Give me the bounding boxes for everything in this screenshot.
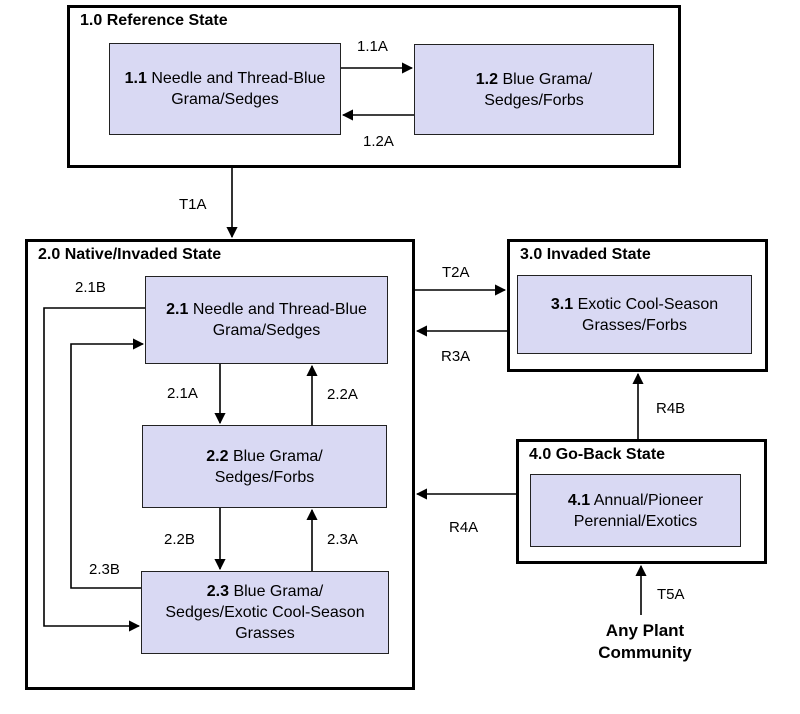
state-2-title: 2.0 Native/Invaded State bbox=[38, 246, 222, 263]
label-2-1a: 2.1A bbox=[167, 385, 198, 402]
phase-2-1-text: Needle and Thread-Blue Grama/Sedges bbox=[192, 301, 367, 339]
state-1-title: 1.0 Reference State bbox=[80, 12, 228, 29]
label-1-2a: 1.2A bbox=[363, 133, 394, 150]
label-r4a: R4A bbox=[449, 519, 479, 536]
phase-3-1-text: Exotic Cool-Season Grasses/Forbs bbox=[577, 295, 719, 334]
label-1-1a: 1.1A bbox=[357, 38, 388, 55]
phase-2-1: 2.1 Needle and Thread-Blue Grama/Sedges bbox=[145, 276, 388, 364]
any-plant-line-2: Community bbox=[598, 643, 692, 662]
label-2-1b: 2.1B bbox=[75, 279, 106, 296]
phase-2-2-text: Blue Grama/ Sedges/Forbs bbox=[214, 447, 323, 486]
phase-4-1-number: 4.1 bbox=[567, 491, 591, 509]
arrow-2-3b bbox=[70, 338, 145, 589]
phase-4-1-text: Annual/Pioneer Perennial/Exotics bbox=[573, 491, 704, 530]
state-3-title: 3.0 Invaded State bbox=[520, 246, 651, 263]
label-r3a: R3A bbox=[441, 348, 471, 365]
any-plant-line-1: Any Plant bbox=[605, 621, 685, 640]
label-2-3b: 2.3B bbox=[89, 561, 120, 578]
phase-3-1: 3.1 Exotic Cool-Season Grasses/Forbs bbox=[517, 275, 752, 354]
phase-1-2: 1.2 Blue Grama/ Sedges/Forbs bbox=[414, 44, 654, 135]
phase-2-2: 2.2 Blue Grama/ Sedges/Forbs bbox=[142, 425, 387, 508]
label-r4b: R4B bbox=[656, 400, 686, 417]
arrow-2-1b bbox=[43, 307, 145, 632]
phase-2-1-number: 2.1 bbox=[166, 301, 189, 318]
phase-2-3-text: Blue Grama/ Sedges/Exotic Cool-Season Gr… bbox=[165, 583, 365, 642]
phase-1-2-number: 1.2 bbox=[475, 70, 498, 88]
phase-1-1-text: Needle and Thread-Blue Grama/Sedges bbox=[151, 70, 326, 108]
phase-1-1-number: 1.1 bbox=[124, 70, 147, 87]
state-4-title: 4.0 Go-Back State bbox=[529, 446, 666, 463]
label-2-2b: 2.2B bbox=[164, 531, 195, 548]
phase-3-1-number: 3.1 bbox=[550, 295, 574, 313]
phase-2-3: 2.3 Blue Grama/ Sedges/Exotic Cool-Seaso… bbox=[141, 571, 389, 654]
phase-1-2-text: Blue Grama/ Sedges/Forbs bbox=[484, 70, 593, 109]
label-t5a: T5A bbox=[657, 586, 685, 603]
phase-4-1: 4.1 Annual/Pioneer Perennial/Exotics bbox=[530, 474, 741, 547]
label-2-3a: 2.3A bbox=[327, 531, 358, 548]
label-2-2a: 2.2A bbox=[327, 386, 358, 403]
phase-2-2-number: 2.2 bbox=[206, 447, 229, 465]
label-t1a: T1A bbox=[179, 196, 207, 213]
phase-1-1: 1.1 Needle and Thread-Blue Grama/Sedges bbox=[109, 43, 341, 135]
any-plant-community: Any Plant Community bbox=[580, 620, 710, 664]
label-t2a: T2A bbox=[442, 264, 470, 281]
phase-2-3-number: 2.3 bbox=[206, 583, 229, 600]
